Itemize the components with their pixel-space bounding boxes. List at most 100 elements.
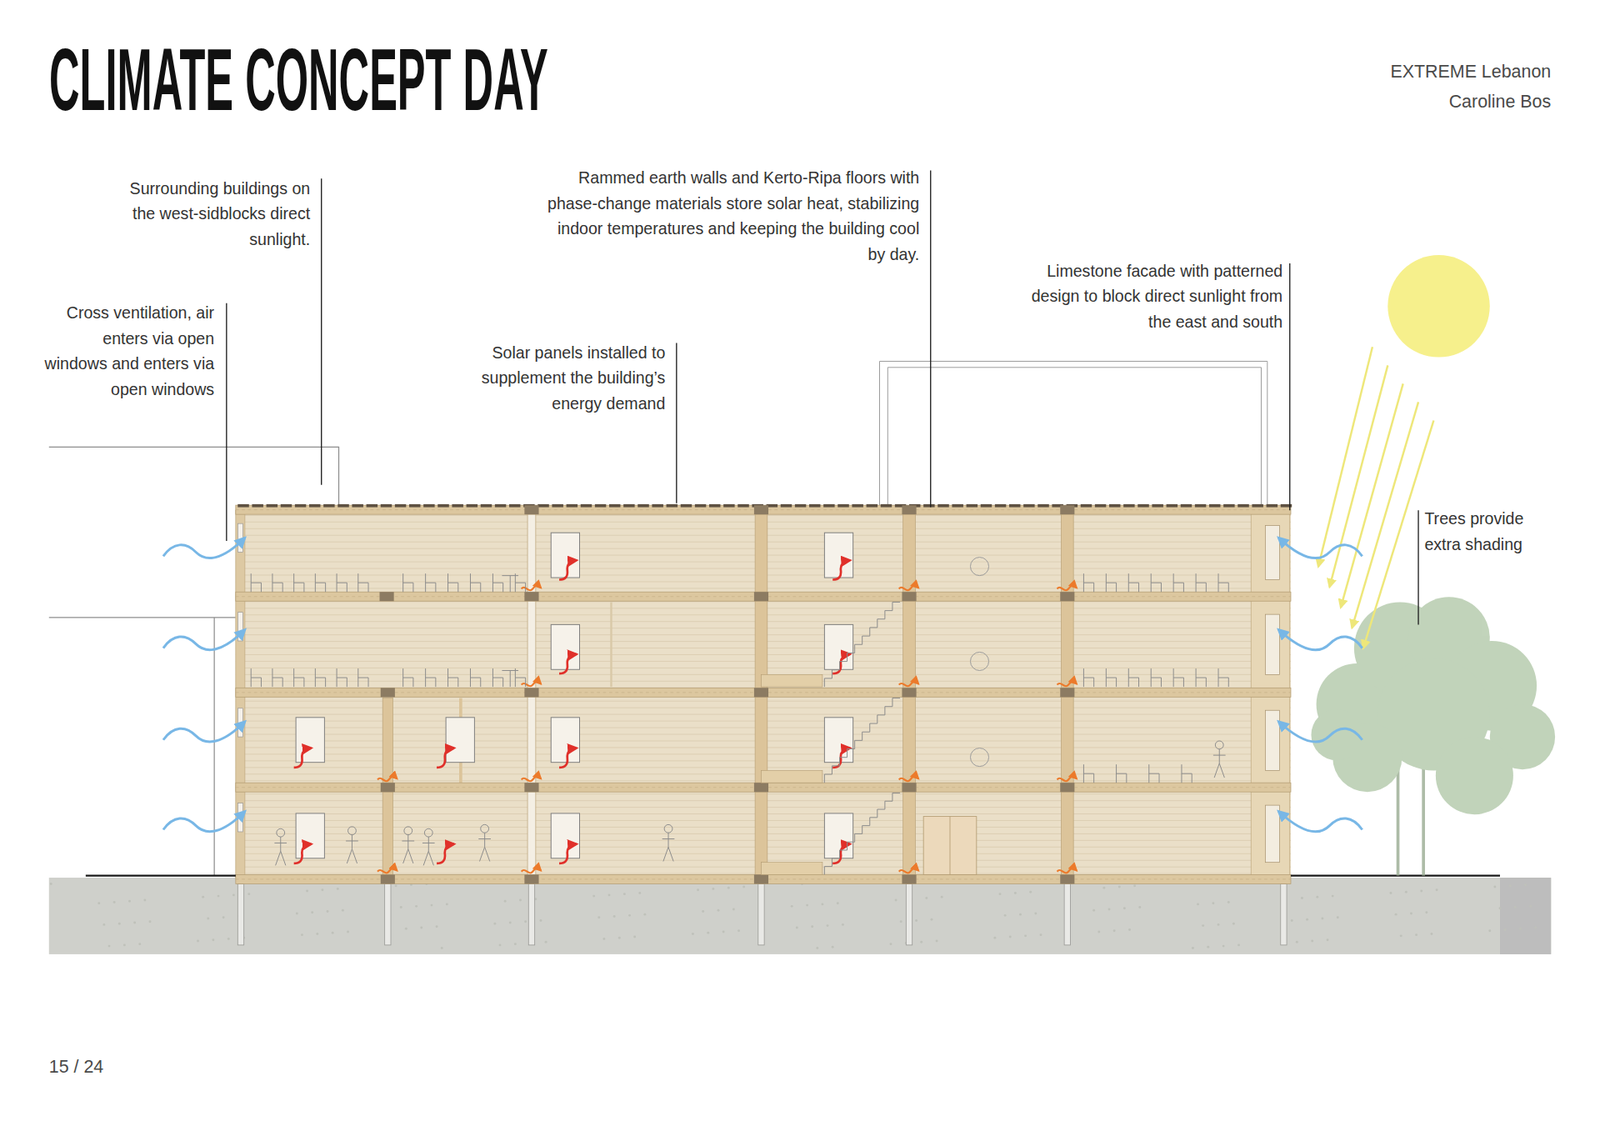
ground-speck bbox=[737, 929, 740, 932]
warm-air-arrow bbox=[559, 654, 577, 674]
air-flow-arrow bbox=[163, 630, 245, 650]
ground-speck bbox=[1305, 918, 1309, 921]
warm-air-arrow bbox=[559, 560, 577, 580]
pile bbox=[1280, 883, 1287, 945]
ground-speck bbox=[149, 920, 152, 923]
solar-panel bbox=[480, 504, 492, 508]
ground-speck bbox=[1400, 934, 1403, 937]
ground-speck bbox=[805, 904, 809, 907]
ground-speck bbox=[310, 910, 314, 914]
tree bbox=[1310, 596, 1555, 875]
heat-flow-arrow bbox=[521, 680, 541, 686]
junction-block bbox=[901, 874, 916, 884]
chair bbox=[448, 573, 459, 592]
warm-air-arrow bbox=[436, 844, 455, 864]
interior-window bbox=[824, 532, 853, 578]
junction-block bbox=[1060, 591, 1075, 601]
solar-panel bbox=[980, 504, 992, 508]
air-flow-arrow bbox=[163, 721, 245, 742]
callout-note-holder: Trees provide extra shading bbox=[1424, 505, 1557, 557]
ground-speck bbox=[820, 902, 824, 905]
junction-block bbox=[380, 591, 395, 601]
ground-speck bbox=[940, 895, 944, 899]
ground-speck bbox=[711, 887, 715, 890]
ground-texture bbox=[50, 882, 1538, 950]
chair bbox=[250, 668, 261, 687]
ground-speck bbox=[524, 920, 527, 923]
callout-note: Solar panels installed to supplement the… bbox=[435, 340, 666, 417]
double-door bbox=[923, 816, 977, 875]
interior-window bbox=[550, 532, 580, 578]
interior-window bbox=[295, 717, 325, 763]
interior-window bbox=[550, 624, 580, 670]
ground-speck bbox=[201, 895, 205, 899]
ground-speck bbox=[1217, 923, 1220, 926]
callout-note: Trees provide extra shading bbox=[1424, 505, 1557, 557]
interior-window bbox=[295, 813, 325, 859]
chair bbox=[515, 573, 525, 592]
person-body bbox=[345, 835, 359, 864]
chair bbox=[315, 668, 325, 687]
sun-ray bbox=[1351, 401, 1419, 628]
solar-panel bbox=[1151, 504, 1163, 508]
chair bbox=[1149, 764, 1160, 783]
lounge-chair bbox=[970, 651, 989, 670]
ground-speck bbox=[118, 922, 121, 925]
interior-window bbox=[824, 813, 853, 859]
chair bbox=[336, 668, 347, 687]
ground-speck bbox=[519, 899, 522, 902]
junction-block bbox=[754, 782, 769, 792]
solar-panel bbox=[551, 504, 563, 508]
solar-panel bbox=[651, 504, 663, 508]
heat-flow-arrow bbox=[521, 775, 541, 781]
ground-speck bbox=[1196, 902, 1200, 905]
floor-slab bbox=[235, 782, 1291, 792]
solar-panel bbox=[1109, 504, 1120, 508]
solar-panel bbox=[566, 504, 578, 508]
junction-block bbox=[1060, 782, 1075, 792]
chair bbox=[272, 668, 283, 687]
stair-landing bbox=[760, 770, 822, 783]
pile bbox=[758, 883, 765, 945]
ground-speck bbox=[1425, 910, 1428, 914]
solar-panel bbox=[1195, 504, 1206, 508]
warm-air-arrow bbox=[294, 748, 312, 768]
ground-speck bbox=[545, 940, 548, 944]
solar-panel bbox=[1037, 504, 1049, 508]
interior-window bbox=[824, 717, 853, 763]
ground-speck bbox=[493, 922, 496, 925]
ground-speck bbox=[618, 936, 621, 940]
solar-panel bbox=[1223, 504, 1235, 508]
ground-speck bbox=[143, 899, 146, 902]
tree-canopy bbox=[1435, 736, 1514, 815]
person-head bbox=[424, 828, 433, 837]
pile bbox=[1064, 883, 1070, 945]
junction-block bbox=[524, 505, 539, 515]
ground-speck bbox=[509, 920, 512, 924]
solar-panel bbox=[951, 504, 963, 508]
chair bbox=[1195, 573, 1206, 592]
ground-speck bbox=[435, 925, 439, 928]
heat-flow-arrow bbox=[521, 867, 541, 873]
person-body bbox=[274, 836, 287, 865]
solar-panel bbox=[251, 504, 263, 508]
ground-speck bbox=[336, 887, 340, 890]
solar-panel bbox=[323, 504, 335, 508]
solar-panel bbox=[595, 504, 606, 508]
callout-note-holder: Solar panels installed to supplement the… bbox=[435, 340, 666, 417]
ground-speck bbox=[1405, 890, 1408, 894]
ground-speck bbox=[602, 937, 605, 940]
ground-speck bbox=[1504, 928, 1507, 931]
solar-panel bbox=[680, 504, 692, 508]
solar-panel bbox=[1095, 504, 1106, 508]
ground-speck bbox=[97, 901, 100, 905]
person-head bbox=[348, 826, 357, 835]
chair bbox=[1105, 573, 1116, 592]
ground-speck bbox=[826, 924, 830, 927]
solar-panel bbox=[437, 504, 449, 508]
ground-speck bbox=[638, 891, 641, 895]
chair bbox=[1128, 668, 1139, 687]
ground-speck bbox=[628, 914, 631, 917]
junction-block bbox=[754, 687, 769, 697]
title-holder: CLIMATE CONCEPT DAY bbox=[49, 35, 1085, 124]
